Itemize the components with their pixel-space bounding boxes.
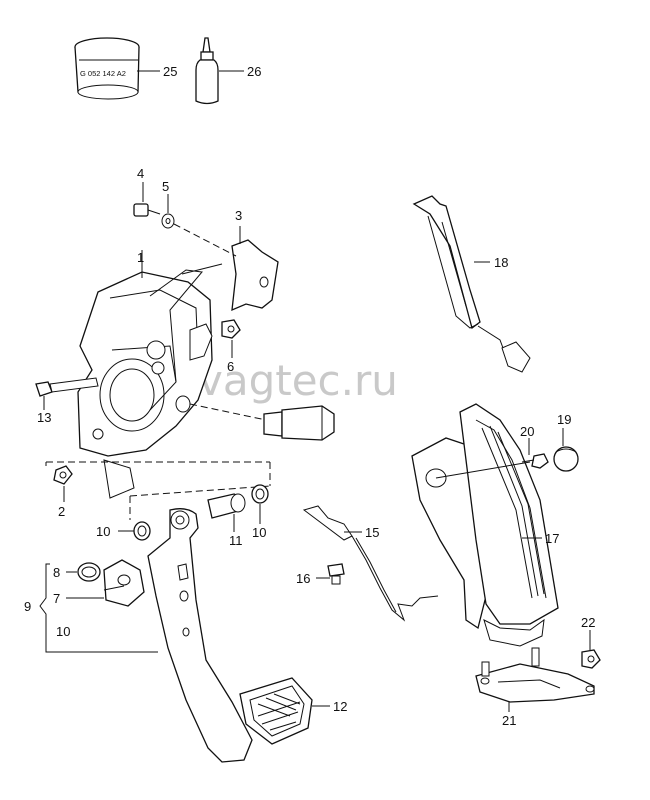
watermark: vagtec.ru bbox=[198, 356, 398, 405]
callout-17: 17 bbox=[545, 531, 559, 546]
part-7-bearing-block bbox=[103, 559, 145, 607]
part-16-bolt bbox=[327, 563, 345, 585]
callout-25: 25 bbox=[163, 64, 177, 79]
callout-5: 5 bbox=[162, 179, 169, 194]
part-26-sealant-bottle bbox=[195, 37, 219, 105]
brake-light-switch bbox=[189, 403, 335, 441]
part-25-grease-container: G 052 142 A2 bbox=[74, 37, 140, 100]
callout-6: 6 bbox=[227, 359, 234, 374]
callout-3: 3 bbox=[235, 208, 242, 223]
callout-2: 2 bbox=[58, 504, 65, 519]
callout-22: 22 bbox=[581, 615, 595, 630]
part-2-nut bbox=[53, 465, 73, 485]
part-4-bolt bbox=[133, 203, 161, 217]
part-5-washer bbox=[161, 213, 175, 229]
callout-18: 18 bbox=[494, 255, 508, 270]
callout-9: 9 bbox=[24, 599, 31, 614]
part-21-mounting-plate bbox=[475, 647, 595, 703]
part-8-ring bbox=[77, 562, 101, 582]
callout-20: 20 bbox=[520, 424, 534, 439]
callout-19: 19 bbox=[557, 412, 571, 427]
part-10-bushing-left bbox=[133, 521, 151, 541]
part-3-bracket-plate bbox=[231, 239, 279, 312]
callout-15: 15 bbox=[365, 525, 379, 540]
assembly-guide-lines bbox=[45, 461, 271, 520]
part-6-nut bbox=[221, 319, 241, 339]
callout-12: 12 bbox=[333, 699, 347, 714]
tube-label: G 052 142 A2 bbox=[80, 69, 126, 78]
callout-16: 16 bbox=[296, 571, 310, 586]
part-15-return-spring bbox=[302, 505, 439, 622]
callout-10-group: 10 bbox=[56, 624, 70, 639]
part-12-clutch-pedal bbox=[147, 508, 313, 763]
part-19-cap bbox=[553, 446, 579, 472]
callout-13: 13 bbox=[37, 410, 51, 425]
callout-10-upper-left: 10 bbox=[96, 524, 110, 539]
part-18-accelerator-sensor bbox=[412, 195, 531, 373]
callout-8: 8 bbox=[53, 565, 60, 580]
part-17-accelerator-pedal bbox=[411, 403, 559, 647]
part-20-bolt bbox=[521, 453, 549, 469]
callout-10-upper-right: 10 bbox=[252, 525, 266, 540]
callout-21: 21 bbox=[502, 713, 516, 728]
part-10-bushing-right bbox=[251, 484, 269, 504]
group-bracket-9 bbox=[39, 563, 158, 653]
part-22-nut bbox=[581, 649, 601, 669]
callout-26: 26 bbox=[247, 64, 261, 79]
part-13-long-bolt bbox=[35, 377, 99, 397]
callout-4: 4 bbox=[137, 166, 144, 181]
part-11-sleeve bbox=[207, 493, 246, 519]
callout-1: 1 bbox=[137, 250, 144, 265]
callout-7: 7 bbox=[53, 591, 60, 606]
callout-11: 11 bbox=[229, 533, 243, 548]
part-1-pedal-bracket bbox=[77, 263, 223, 499]
